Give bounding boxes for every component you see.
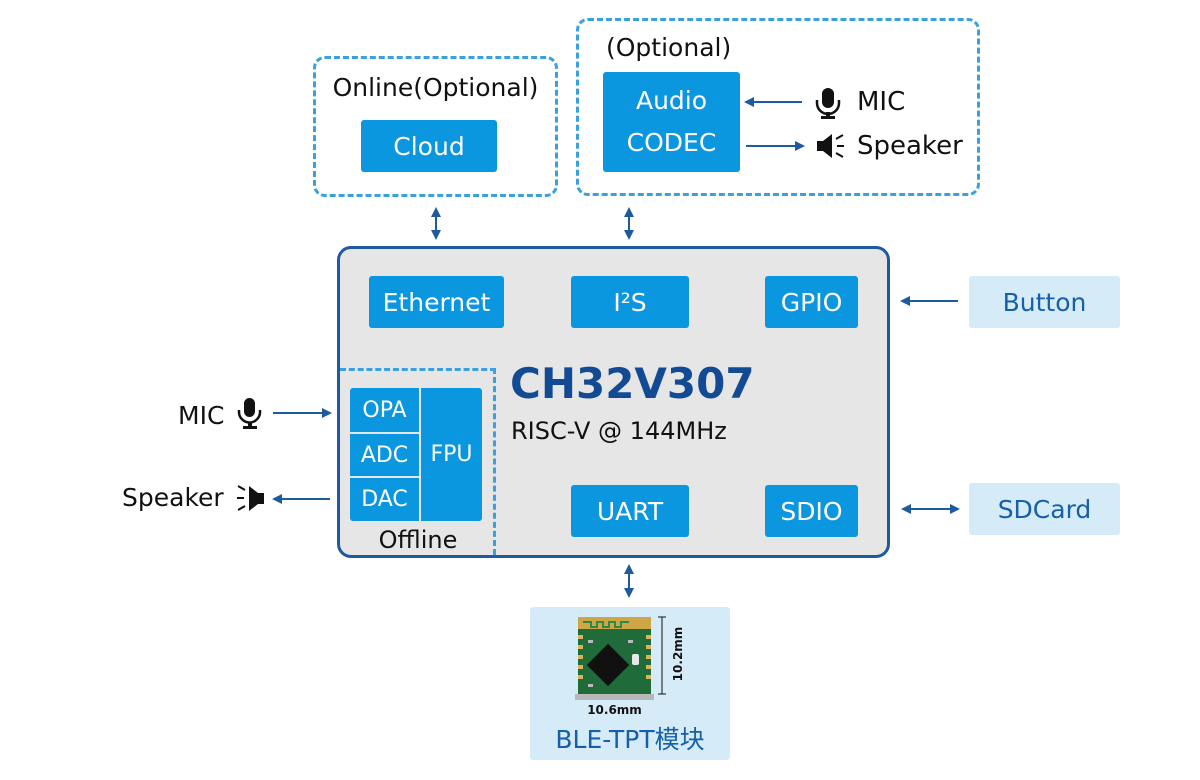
microphone-icon xyxy=(815,88,841,119)
adc-block: ADC xyxy=(350,434,419,476)
dimension-marks xyxy=(658,616,666,695)
codec-line2: CODEC xyxy=(626,128,717,157)
audio-optional-group xyxy=(576,18,980,196)
uart-block: UART xyxy=(571,485,689,537)
left-mic-label: MIC xyxy=(178,401,225,430)
left-speaker-icon xyxy=(237,485,264,511)
left-speaker-label: Speaker xyxy=(122,483,224,512)
i2s-block: I²S xyxy=(571,276,689,328)
cloud-block: Cloud xyxy=(361,120,497,172)
online-group xyxy=(313,56,558,197)
sdio-block: SDIO xyxy=(765,485,858,537)
opa-block: OPA xyxy=(350,388,419,432)
left-microphone-icon xyxy=(237,398,262,429)
ble-module-label: BLE-TPT模块 xyxy=(555,725,705,754)
gpio-block: GPIO xyxy=(765,276,858,328)
fpu-block: FPU xyxy=(421,388,482,521)
offline-label: Offline xyxy=(378,526,458,554)
chip-subtitle: RISC-V @ 144MHz xyxy=(511,417,727,445)
ethernet-block: Ethernet xyxy=(369,276,504,328)
pcb-module-illustration xyxy=(575,617,654,700)
online-group-label: Online(Optional) xyxy=(332,73,539,102)
top-speaker-label: Speaker xyxy=(857,131,963,161)
dac-block: DAC xyxy=(350,478,419,521)
button-box: Button xyxy=(969,276,1120,328)
audio-group-label: (Optional) xyxy=(606,33,732,62)
speaker-icon xyxy=(817,134,844,158)
offline-region xyxy=(340,368,496,555)
height-dimension: 10.2mm xyxy=(671,626,685,682)
codec-line1: Audio xyxy=(635,85,708,115)
sdcard-box: SDCard xyxy=(969,483,1120,535)
audio-codec-block: Audio CODEC xyxy=(603,72,740,172)
chip-title: CH32V307 xyxy=(510,359,755,408)
width-dimension: 10.6mm xyxy=(587,703,642,717)
top-mic-label: MIC xyxy=(857,87,906,117)
